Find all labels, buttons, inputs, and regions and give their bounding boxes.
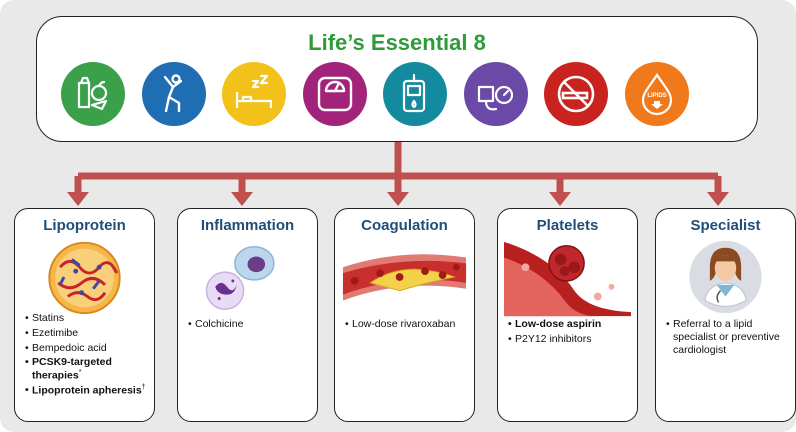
item-text: Lipoprotein apheresis — [32, 384, 142, 397]
card-title: Lipoprotein — [43, 217, 126, 234]
physical-activity-icon — [141, 62, 206, 126]
treatment-list: Colchicine — [188, 318, 311, 333]
card-title: Coagulation — [361, 217, 448, 234]
arrow-head-specialist — [707, 192, 729, 206]
list-item: Low-dose aspirin — [508, 318, 631, 331]
footnote-mark: † — [141, 384, 146, 392]
item-text: PCSK9-targeted therapies — [32, 356, 112, 382]
arrow-head-inflammation — [231, 192, 253, 206]
list-item: Colchicine — [188, 318, 311, 331]
footnote-mark: * — [78, 369, 82, 377]
treatment-list: Statins Ezetimibe Bempedoic acid PCSK9-t… — [25, 312, 148, 400]
arrow-head-platelets — [549, 192, 571, 206]
card-title: Inflammation — [200, 217, 295, 234]
list-item: P2Y12 inhibitors — [508, 333, 631, 346]
panel-title: Life’s Essential 8 — [308, 30, 486, 55]
card-inflammation: Inflammation Colchicine — [177, 208, 318, 422]
inflammatory-cells-illustration — [184, 237, 311, 317]
card-specialist: Specialist Referral to a lipid specialis… — [655, 208, 796, 422]
diet-icon — [61, 62, 125, 126]
card-lipoprotein: Lipoprotein Statins Ezetimibe Bempedoic … — [14, 208, 155, 422]
glucose-meter-icon — [383, 62, 447, 126]
arrow-head-coagulation — [387, 192, 409, 206]
lipids-icon-label: LIPIDS — [647, 93, 666, 99]
blood-vessel-clot-illustration — [341, 237, 468, 317]
sleep-icon — [222, 62, 286, 126]
treatment-list: Low-dose rivaroxaban — [345, 318, 468, 333]
list-item: Lipoprotein apheresis† — [25, 384, 148, 397]
lipids-icon: LIPIDS — [624, 62, 689, 126]
list-item: Ezetimibe — [25, 327, 148, 340]
list-item: Referral to a lipid specialist or preven… — [666, 318, 789, 356]
card-platelets: Platelets Low-dose aspirin P2Y12 inhibit… — [497, 208, 638, 422]
weight-scale-icon — [302, 62, 367, 126]
card-title: Specialist — [690, 217, 761, 234]
list-item: PCSK9-targeted therapies* — [25, 356, 148, 382]
lifes-essential-8-panel: Life’s Essential 8 — [36, 16, 758, 142]
arrow-head-lipoprotein — [67, 192, 89, 206]
list-item: Statins — [25, 312, 148, 325]
lipoprotein-particle-illustration — [21, 237, 148, 317]
doctor-avatar — [662, 237, 789, 317]
blood-pressure-icon — [463, 62, 528, 126]
list-item: Bempedoic acid — [25, 342, 148, 355]
treatment-list: Low-dose aspirin P2Y12 inhibitors — [508, 318, 631, 348]
card-title: Platelets — [536, 217, 599, 234]
treatment-list: Referral to a lipid specialist or preven… — [666, 318, 789, 358]
no-smoking-icon — [544, 62, 608, 126]
list-item: Low-dose rivaroxaban — [345, 318, 468, 331]
card-coagulation: Coagulation Low-dose rivaroxaban — [334, 208, 475, 422]
platelet-aggregation-illustration — [504, 237, 631, 317]
